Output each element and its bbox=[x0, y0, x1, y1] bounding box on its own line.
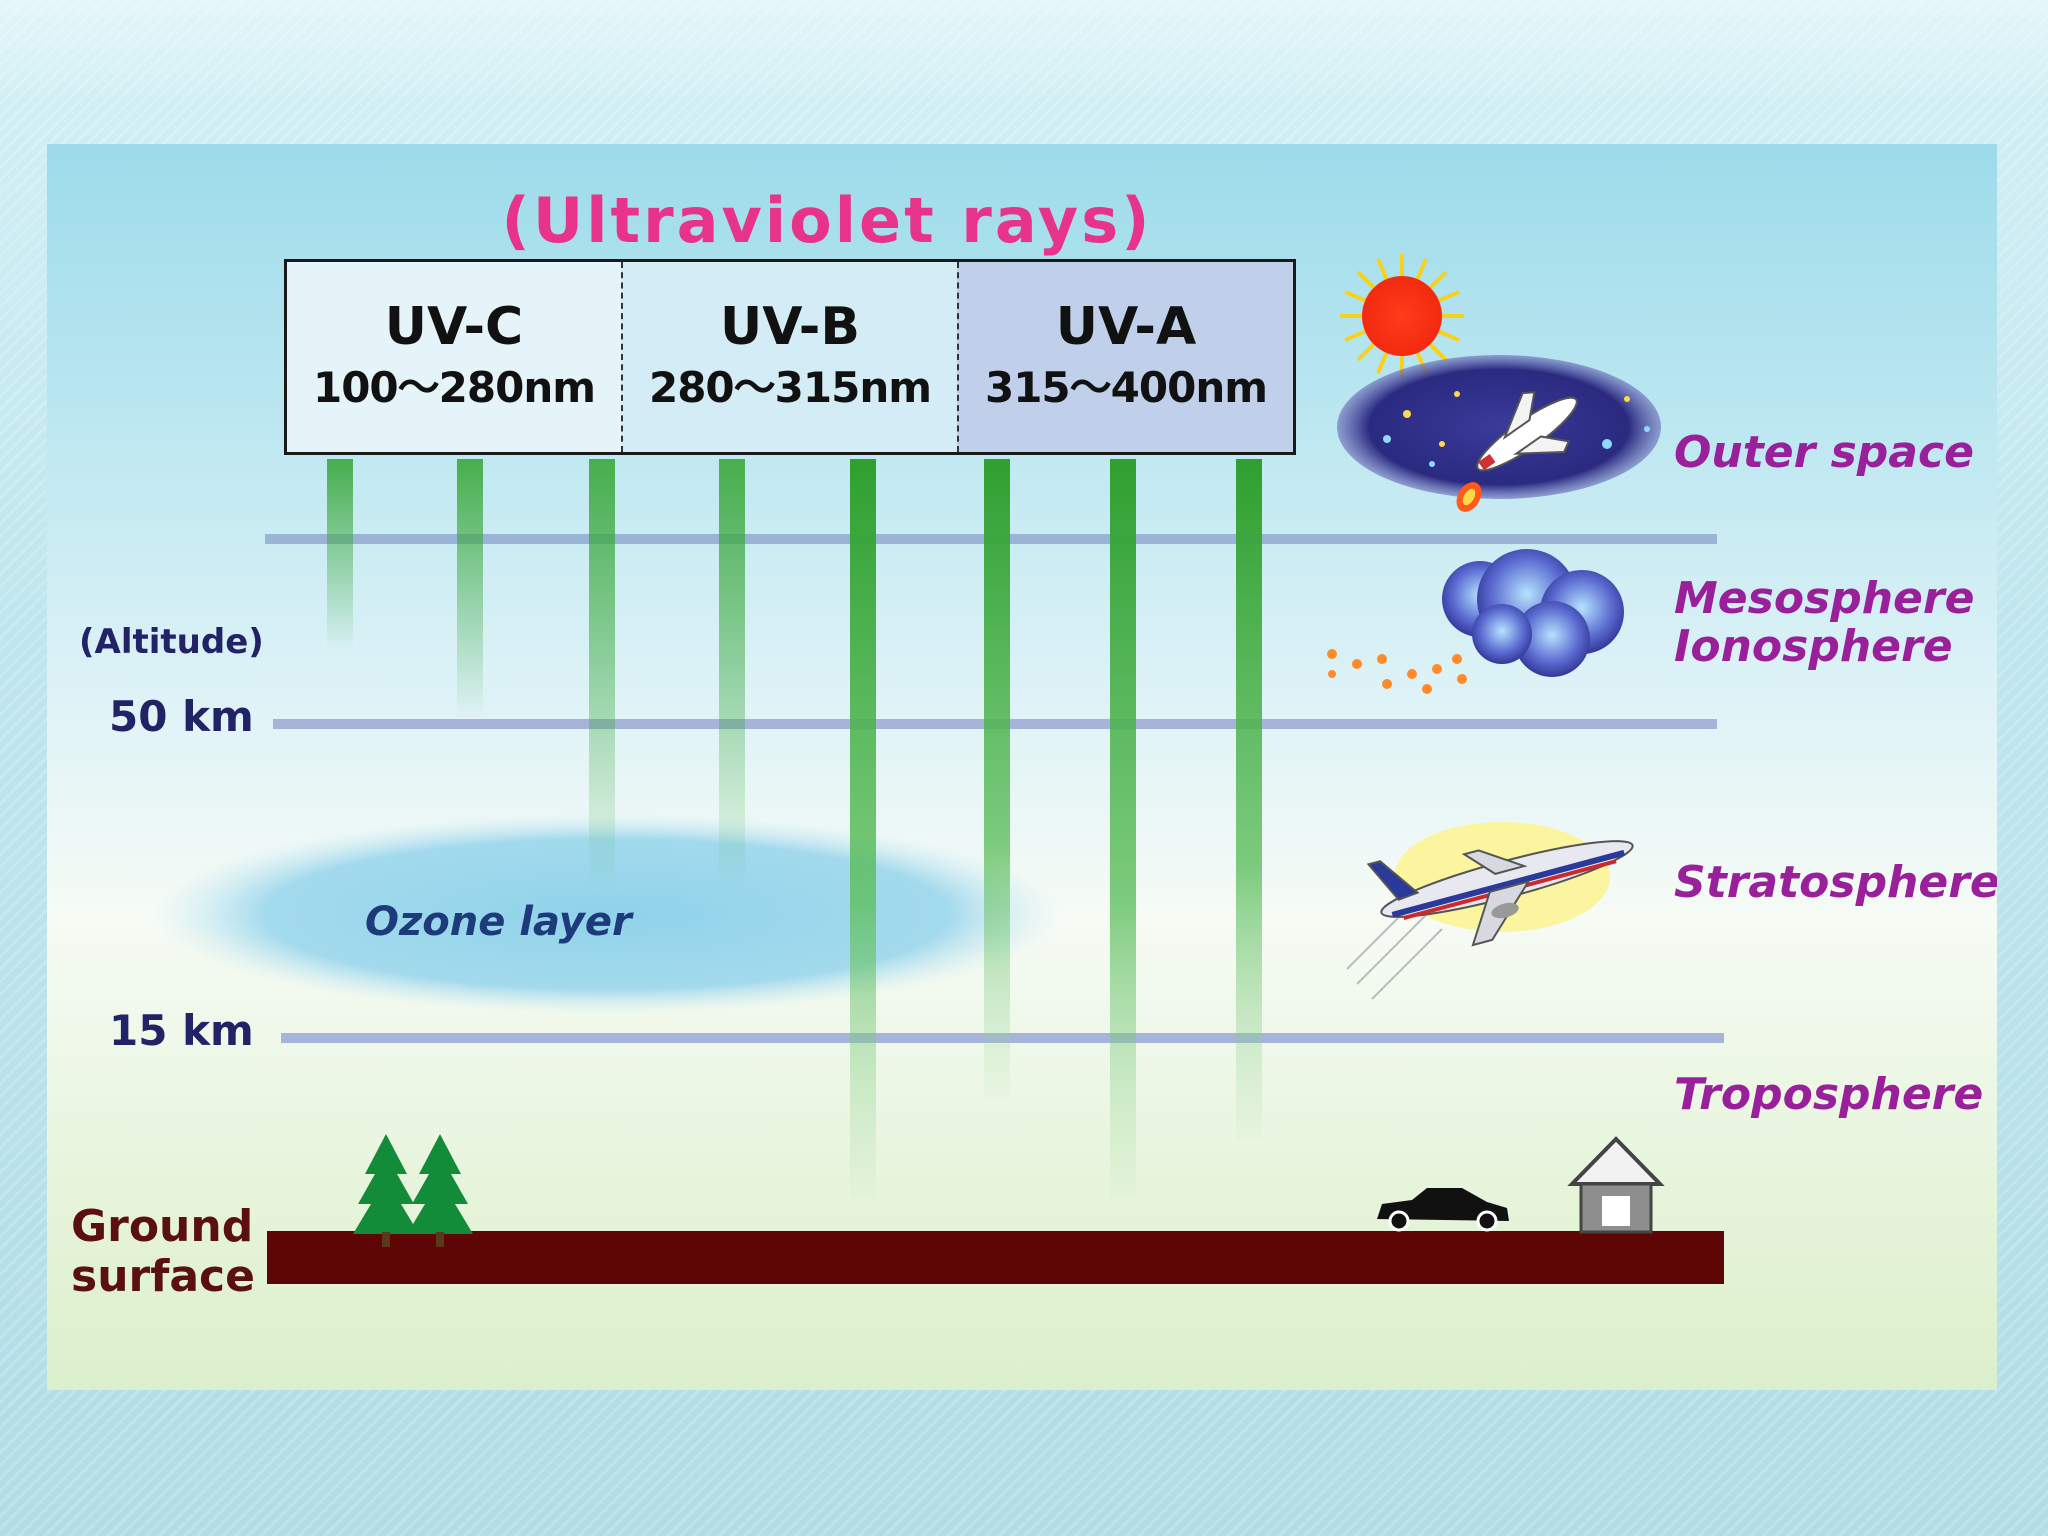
car-icon bbox=[1377, 1188, 1509, 1232]
layer-label-stratosphere: Stratosphere bbox=[1674, 857, 1997, 908]
uv-c-ray bbox=[327, 459, 353, 649]
diagram-graphics bbox=[152, 254, 1724, 1284]
uv-c-cell: UV-C 100～280nm bbox=[287, 262, 621, 452]
layer-label-troposphere: Troposphere bbox=[1674, 1069, 1984, 1120]
uv-a-range: 315～400nm bbox=[984, 363, 1268, 412]
layer-label-mesosphere: Mesosphere bbox=[1674, 573, 1975, 624]
airplane-icon bbox=[1346, 822, 1634, 1000]
ground-surface-label: Ground surface bbox=[71, 1202, 255, 1302]
uv-c-ray bbox=[457, 459, 483, 719]
ground-label-line1: Ground bbox=[71, 1201, 254, 1252]
uv-a-name: UV-A bbox=[1055, 297, 1197, 357]
sun-icon bbox=[1340, 254, 1464, 378]
uv-b-ray bbox=[850, 459, 876, 1199]
ozone-layer-shape bbox=[152, 814, 1062, 1014]
layer-label-ionosphere: Ionosphere bbox=[1674, 621, 1953, 672]
space-shuttle-icon bbox=[1337, 355, 1661, 512]
house-icon bbox=[1567, 1136, 1665, 1234]
uv-b-name: UV-B bbox=[720, 297, 860, 357]
ground-label-line2: surface bbox=[71, 1251, 255, 1302]
uv-b-ray bbox=[719, 459, 745, 889]
diagram-panel: (Ultraviolet rays) UV-C 100～280nm UV-B 2… bbox=[47, 144, 1997, 1390]
uv-b-range: 280～315nm bbox=[648, 363, 932, 412]
ozone-layer-label: Ozone layer bbox=[365, 899, 632, 945]
altitude-caption: (Altitude) bbox=[79, 622, 264, 662]
uv-b-cell: UV-B 280～315nm bbox=[621, 262, 957, 452]
layer-label-outer-space: Outer space bbox=[1674, 427, 1974, 478]
uv-c-ray bbox=[589, 459, 615, 889]
altitude-15km-label: 15 km bbox=[109, 1006, 254, 1055]
cloud-icon bbox=[1327, 549, 1624, 694]
slide-top-strip bbox=[0, 0, 2048, 95]
uv-a-ray bbox=[1236, 459, 1262, 1139]
uv-a-cell: UV-A 315～400nm bbox=[957, 262, 1293, 452]
uv-c-name: UV-C bbox=[384, 297, 524, 357]
uv-a-ray bbox=[984, 459, 1010, 1099]
uv-band-table: UV-C 100～280nm UV-B 280～315nm UV-A 315～4… bbox=[284, 259, 1296, 455]
ground-surface-bar bbox=[267, 1231, 1724, 1284]
uv-a-ray bbox=[1110, 459, 1136, 1199]
altitude-50km-label: 50 km bbox=[109, 692, 254, 741]
tree-icon bbox=[407, 1134, 473, 1247]
tree-icon bbox=[353, 1134, 419, 1247]
uv-c-range: 100～280nm bbox=[312, 363, 596, 412]
diagram-title: (Ultraviolet rays) bbox=[501, 184, 1153, 257]
